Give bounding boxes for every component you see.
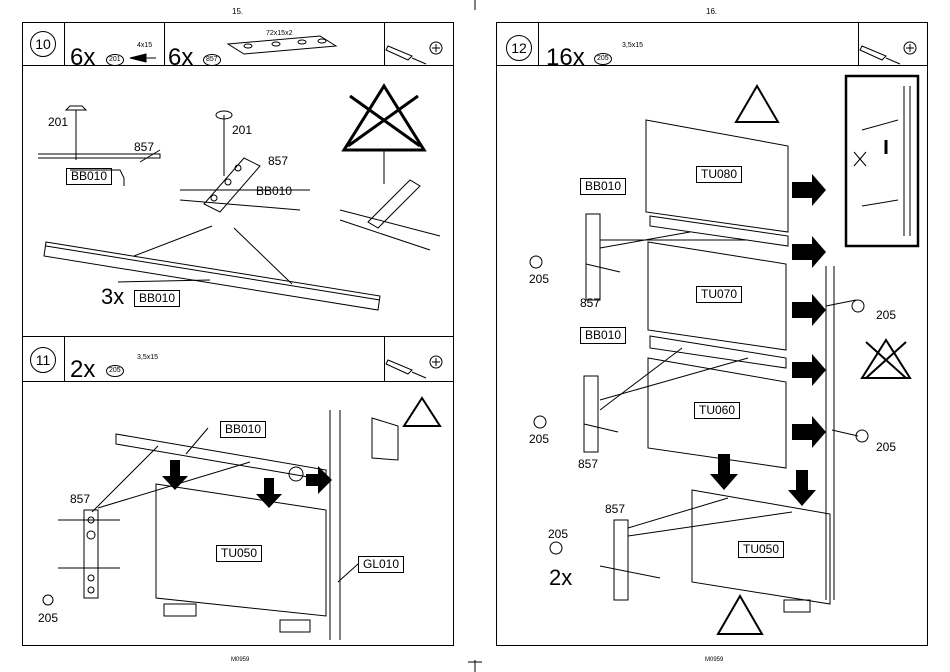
part-label: 857	[268, 154, 288, 168]
part-label: 205	[529, 432, 549, 446]
quantity: 2x	[70, 356, 95, 384]
part-label: BB010	[256, 184, 292, 198]
footer-code: M0959	[705, 657, 723, 663]
part-label: 857	[580, 296, 600, 310]
part-label: 201	[48, 115, 68, 129]
part-label-box: BB010	[580, 327, 626, 344]
part-label: 205	[38, 611, 58, 625]
part-label-box: TU080	[696, 166, 742, 183]
quantity: 6x	[168, 44, 193, 72]
part-label-box: TU050	[738, 541, 784, 558]
part-number: 857	[203, 54, 221, 66]
page-number-right: 16.	[706, 7, 717, 16]
part-number: 205	[106, 365, 124, 377]
quantity: 16x	[546, 44, 585, 72]
part-label: 205	[529, 272, 549, 286]
quantity: 6x	[70, 44, 95, 72]
footer-code: M0959	[231, 657, 249, 663]
part-label: 205	[876, 440, 896, 454]
step-number: 11	[30, 347, 56, 373]
part-label: 205	[548, 527, 568, 541]
right-page-frame	[496, 22, 928, 646]
part-label: 205	[876, 308, 896, 322]
part-label-box: BB010	[220, 421, 266, 438]
part-label: 857	[70, 492, 90, 506]
multiplier: 3x	[101, 284, 124, 310]
part-size: 3,5x15	[137, 354, 158, 361]
part-size: 72x15x2	[266, 30, 292, 37]
part-label: 857	[578, 457, 598, 471]
part-label: 857	[134, 140, 154, 154]
multiplier: 2x	[549, 565, 572, 591]
part-label-box: TU060	[694, 402, 740, 419]
step-number: 12	[506, 35, 532, 61]
part-size: 3,5x15	[622, 42, 643, 49]
part-number: 201	[106, 54, 124, 66]
part-label: 857	[605, 502, 625, 516]
part-number: 205	[594, 53, 612, 65]
step-number: 10	[30, 31, 56, 57]
part-size: 4x15	[137, 42, 152, 49]
part-label-box: TU050	[216, 545, 262, 562]
part-label-box: TU070	[696, 286, 742, 303]
part-label: 201	[232, 123, 252, 137]
part-label-box: BB010	[580, 178, 626, 195]
part-label-box: BB010	[134, 290, 180, 307]
part-label-box: BB010	[66, 168, 112, 185]
part-label-box: GL010	[358, 556, 404, 573]
page-number-left: 15.	[232, 7, 243, 16]
